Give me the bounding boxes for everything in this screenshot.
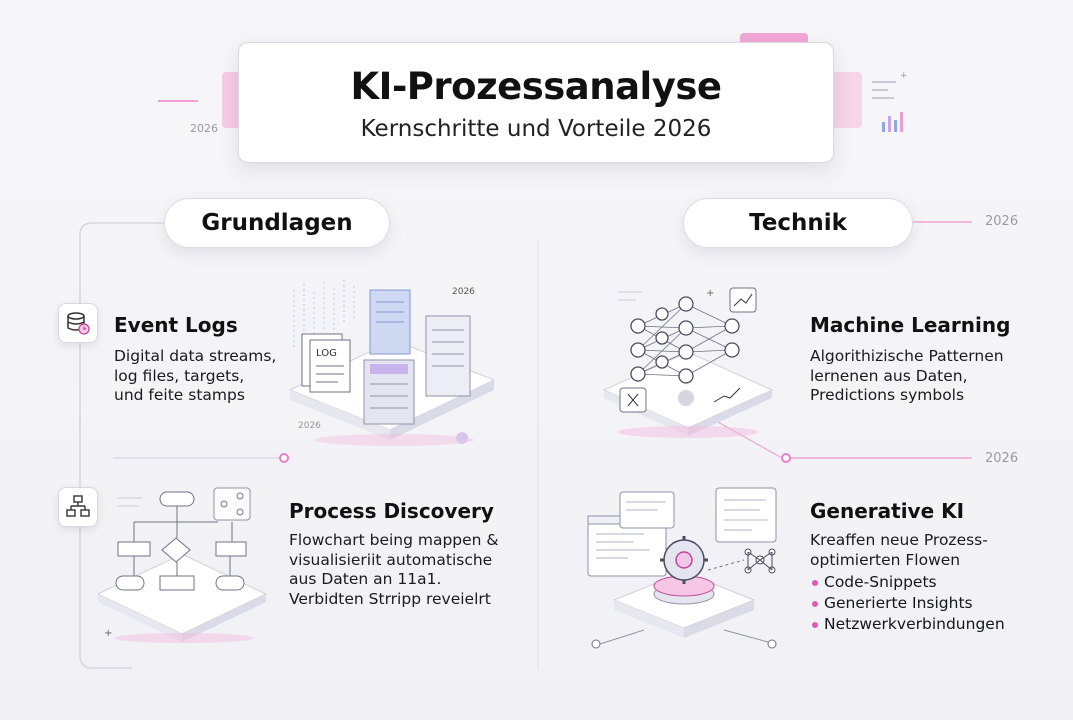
svg-text:+: +: [900, 71, 908, 81]
gear-code-icon: [587, 487, 777, 649]
generative-ki-line-1: Kreaffen neue Prozess-: [810, 531, 988, 549]
event-logs-icon-box: [58, 303, 98, 343]
title-card: KI-Prozessanalyse Kernschritte und Vorte…: [238, 42, 834, 163]
list-item: Code-Snippets: [810, 572, 1005, 593]
page-subtitle: Kernschritte und Vorteile 2026: [360, 116, 712, 142]
process-discovery-icon-box: [58, 487, 98, 527]
database-clock-icon: [67, 312, 90, 335]
machine-learning-title: Machine Learning: [810, 313, 1011, 337]
year-label-right-top: 2026: [985, 214, 1019, 229]
mini-chart-icon: +: [872, 71, 908, 132]
deco-pink-block-left: [222, 72, 242, 128]
generative-ki-title: Generative KI: [810, 499, 965, 523]
list-item: Generierte Insights: [810, 593, 1005, 614]
process-discovery-line-3: aus Daten an 11a1.: [289, 570, 442, 588]
connector-dot-left: [279, 453, 289, 463]
machine-learning-line-1: Algorithizische Patternen: [810, 347, 1004, 365]
svg-text:+: +: [706, 288, 714, 299]
svg-text:+: +: [104, 628, 112, 639]
generative-ki-bullets: Code-Snippets Generierte Insights Netzwe…: [810, 572, 1005, 635]
flowchart-illustration: +: [96, 487, 268, 643]
machine-learning-text: Algorithizische Patternen lernenen aus D…: [810, 347, 1004, 406]
servers-illustration: LOG 2026 2026: [288, 280, 496, 446]
connector-dot-right: [781, 453, 791, 463]
process-discovery-line-4: Verbidten Strripp reveielrt: [289, 589, 491, 608]
illus-year-bottom: 2026: [298, 421, 321, 431]
year-label-left: 2026: [190, 122, 218, 135]
neural-network-icon: +: [602, 287, 774, 438]
event-logs-title: Event Logs: [114, 313, 238, 337]
machine-learning-line-3: Predictions symbols: [810, 386, 965, 404]
column-label-grundlagen: Grundlagen: [164, 198, 390, 248]
process-discovery-line-1: Flowchart being mappen &: [289, 531, 499, 549]
generative-ki-text: Kreaffen neue Prozess- optimierten Flowe…: [810, 531, 988, 570]
machine-learning-line-2: lernenen aus Daten,: [810, 366, 968, 385]
illus-year-top: 2026: [452, 287, 475, 297]
log-file-label: LOG: [316, 348, 337, 359]
process-discovery-line-2: visualisieriit automatische: [289, 550, 493, 569]
deco-pink-block-right: [832, 72, 862, 128]
event-logs-text: Digital data streams, log files, targets…: [114, 347, 276, 406]
event-logs-line-3: und feite stamps: [114, 386, 245, 404]
generative-ki-line-2: optimierten Flowen: [810, 550, 961, 569]
process-discovery-text: Flowchart being mappen & visualisieriit …: [289, 531, 499, 609]
list-item: Netzwerkverbindungen: [810, 614, 1005, 635]
event-logs-line-2: log files, targets,: [114, 366, 245, 385]
deco-line-left: [158, 100, 198, 102]
page-title: KI-Prozessanalyse: [350, 65, 722, 108]
year-label-right-mid: 2026: [985, 451, 1019, 466]
event-logs-line-1: Digital data streams,: [114, 347, 277, 365]
process-discovery-title: Process Discovery: [289, 499, 494, 523]
flowchart-icon: [66, 495, 90, 517]
column-label-technik: Technik: [683, 198, 913, 248]
